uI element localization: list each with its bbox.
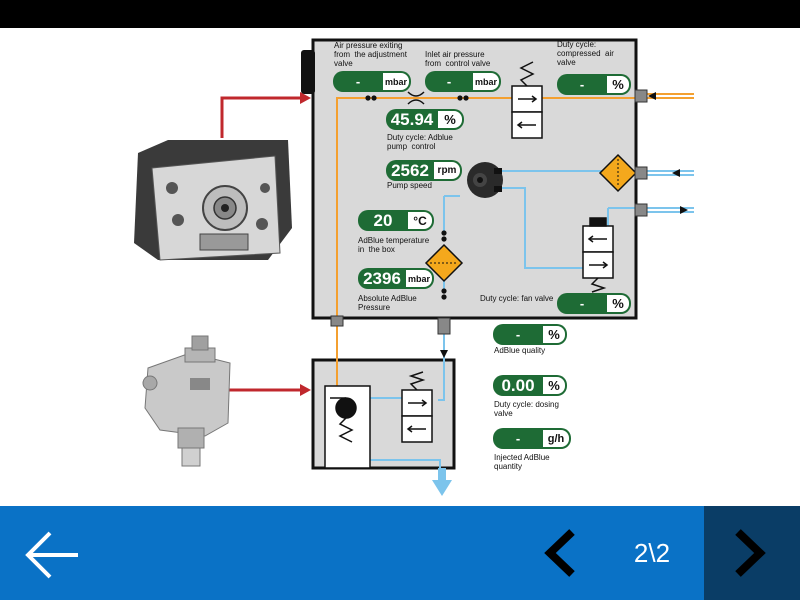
system-diagram xyxy=(134,38,694,496)
gauge-value: 2562 xyxy=(386,160,434,181)
gauge-value: - xyxy=(493,428,543,449)
duty-pump-label: Duty cycle: Adblue pump control xyxy=(387,133,453,151)
pointer-arrows xyxy=(220,96,300,392)
gauge-value: - xyxy=(493,324,543,345)
filter-diamond-center xyxy=(424,243,464,283)
gauge-unit: mbar xyxy=(406,268,434,289)
gauge-unit: % xyxy=(607,293,631,314)
diagram-stage: - mbar Air pressure exiting from the adj… xyxy=(0,28,800,506)
top-bar xyxy=(0,0,800,28)
gauge-value: 45.94 xyxy=(386,109,438,130)
injected-quantity-gauge: - g/h xyxy=(493,428,571,449)
gauge-unit: % xyxy=(438,109,464,130)
air-exit-pressure-gauge: - mbar xyxy=(333,71,411,92)
injected-quantity-label: Injected AdBlue quantity xyxy=(494,453,550,471)
back-button[interactable] xyxy=(14,526,84,582)
gauge-unit: % xyxy=(607,74,631,95)
gauge-unit: rpm xyxy=(434,160,462,181)
next-page-button[interactable] xyxy=(704,506,800,600)
duty-dosing-gauge: 0.00 % xyxy=(493,375,567,396)
abs-pressure-gauge: 2396 mbar xyxy=(358,268,434,289)
gauge-value: - xyxy=(425,71,473,92)
gauge-value: 20 xyxy=(358,210,408,231)
adblue-quality-label: AdBlue quality xyxy=(494,346,546,355)
chevron-left-icon xyxy=(544,529,575,577)
gauge-unit: % xyxy=(543,324,567,345)
chevron-right-icon xyxy=(735,529,766,577)
duty-dosing-label: Duty cycle: dosing valve xyxy=(494,400,559,418)
gauge-unit: mbar xyxy=(383,71,411,92)
outlet-arrow xyxy=(432,480,452,496)
gauge-value: - xyxy=(557,293,607,314)
pump-symbol xyxy=(467,162,503,198)
gauge-unit: °C xyxy=(408,210,434,231)
arrow-left-icon xyxy=(25,531,78,579)
adblue-temp-gauge: 20 °C xyxy=(358,210,434,231)
adblue-quality-gauge: - % xyxy=(493,324,567,345)
pump-speed-label: Pump speed xyxy=(387,181,432,190)
abs-pressure-label: Absolute AdBlue Pressure xyxy=(358,294,417,312)
gauge-value: 2396 xyxy=(358,268,406,289)
gauge-value: 0.00 xyxy=(493,375,543,396)
duty-pump-gauge: 45.94 % xyxy=(386,109,464,130)
adblue-temp-label: AdBlue temperature in the box xyxy=(358,236,430,254)
pipe-fittings xyxy=(330,89,648,335)
duty-fan-gauge: - % xyxy=(557,293,631,314)
dosing-valve xyxy=(401,371,433,443)
page-indicator: 2\2 xyxy=(633,538,671,568)
duty-air-gauge: - % xyxy=(557,74,631,95)
gauge-value: - xyxy=(333,71,383,92)
duty-air-label: Duty cycle: compressed air valve xyxy=(557,40,614,67)
gauge-unit: g/h xyxy=(543,428,571,449)
gauge-unit: % xyxy=(543,375,567,396)
air-exit-label: Air pressure exiting from the adjustment… xyxy=(334,41,407,68)
air-inlet-pressure-gauge: - mbar xyxy=(425,71,501,92)
compressed-air-valve xyxy=(511,61,543,139)
gauge-unit: mbar xyxy=(473,71,501,92)
pump-speed-gauge: 2562 rpm xyxy=(386,160,462,181)
check-valve xyxy=(324,385,371,469)
gauge-value: - xyxy=(557,74,607,95)
junction-dots xyxy=(365,95,469,300)
air-inlet-label: Inlet air pressure from control valve xyxy=(425,50,491,68)
bottom-nav-bar: 2\2 xyxy=(0,506,800,600)
module-illustration xyxy=(134,140,292,261)
flow-arrows xyxy=(440,92,688,358)
orifice-symbol xyxy=(407,91,425,105)
duty-fan-label: Duty cycle: fan valve xyxy=(480,294,554,303)
valve-illustration xyxy=(142,335,231,467)
fan-valve xyxy=(582,217,614,293)
panel-connector xyxy=(301,50,315,94)
previous-page-button[interactable] xyxy=(530,524,590,584)
filter-diamond-right xyxy=(598,153,638,193)
